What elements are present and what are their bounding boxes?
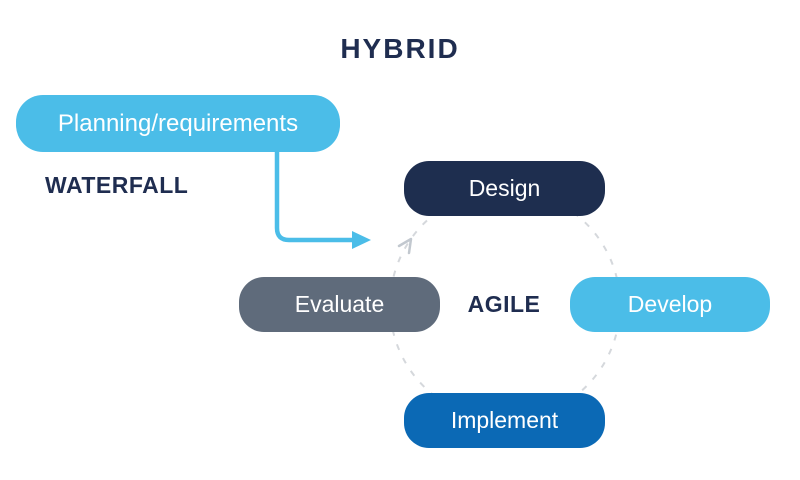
planning-requirements-label: Planning/requirements (57, 109, 299, 137)
cycle-step-design: Design (404, 161, 605, 216)
waterfall-to-agile-arrow (274, 149, 355, 243)
planning-requirements-box: Planning/requirements (16, 95, 340, 152)
cycle-direction-arrow-icon (397, 237, 413, 255)
cycle-step-evaluate: Evaluate (239, 277, 440, 332)
waterfall-section-label: WATERFALL (45, 172, 189, 198)
cycle-step-develop-label: Develop (627, 291, 713, 317)
cycle-step-implement: Implement (404, 393, 605, 448)
cycle-step-implement-label: Implement (450, 407, 559, 433)
agile-section-label: AGILE (467, 291, 541, 317)
page-title: HYBRID (340, 33, 460, 64)
waterfall-to-agile-arrowhead-icon (352, 231, 371, 249)
cycle-step-evaluate-label: Evaluate (294, 291, 385, 317)
cycle-step-develop: Develop (570, 277, 770, 332)
cycle-step-design-label: Design (468, 175, 541, 201)
